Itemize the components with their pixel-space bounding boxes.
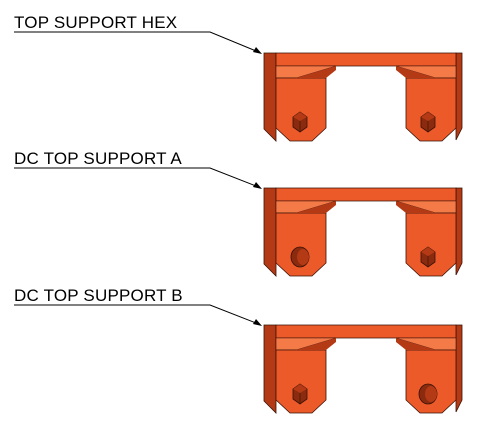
round-hole-icon (290, 246, 310, 268)
leader-arrow (14, 304, 262, 326)
leader-arrow (14, 167, 262, 189)
part-3: DC TOP SUPPORT B (14, 286, 463, 414)
hex-hole-icon (292, 383, 308, 405)
leader-arrow (14, 31, 262, 54)
part-1: TOP SUPPORT HEX (14, 13, 463, 142)
hex-hole-icon (420, 111, 436, 133)
bracket-model (263, 187, 463, 277)
part-label: DC TOP SUPPORT B (14, 286, 183, 305)
hex-hole-icon (420, 246, 436, 268)
part-label: DC TOP SUPPORT A (14, 149, 182, 168)
part-label: TOP SUPPORT HEX (14, 13, 177, 32)
part-2: DC TOP SUPPORT A (14, 149, 463, 277)
bracket-model (263, 324, 463, 414)
bracket-model (263, 52, 463, 142)
hex-hole-icon (292, 111, 308, 133)
round-hole-icon (418, 383, 438, 405)
